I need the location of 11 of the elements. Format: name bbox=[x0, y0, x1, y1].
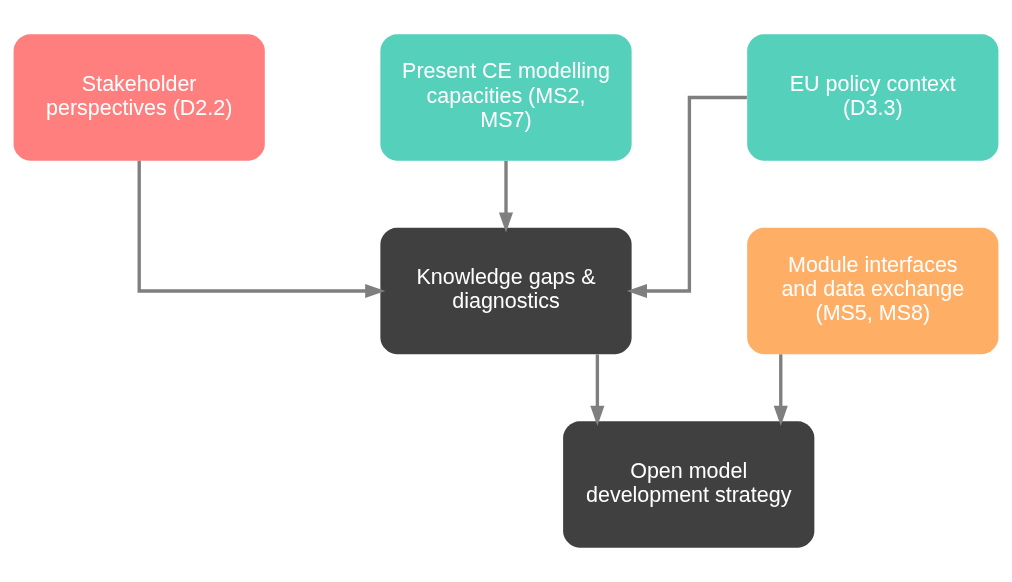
arrow bbox=[773, 354, 788, 427]
node-box: EU policy context (D3.3) bbox=[747, 34, 999, 161]
arrow bbox=[498, 160, 514, 233]
node-box: Module interfaces and data exchange (MS5, MS8) bbox=[747, 227, 999, 355]
node-box: Knowledge gaps & diagnostics bbox=[380, 227, 632, 355]
node-box: Stakeholder perspectives (D2.2) bbox=[13, 34, 265, 161]
node-box: Present CE modelling capacities (MS2, MS7) bbox=[380, 34, 632, 161]
arrow bbox=[626, 95, 747, 299]
arrow bbox=[590, 354, 605, 427]
node-box: Open model development strategy bbox=[563, 421, 815, 548]
arrow bbox=[137, 160, 386, 299]
